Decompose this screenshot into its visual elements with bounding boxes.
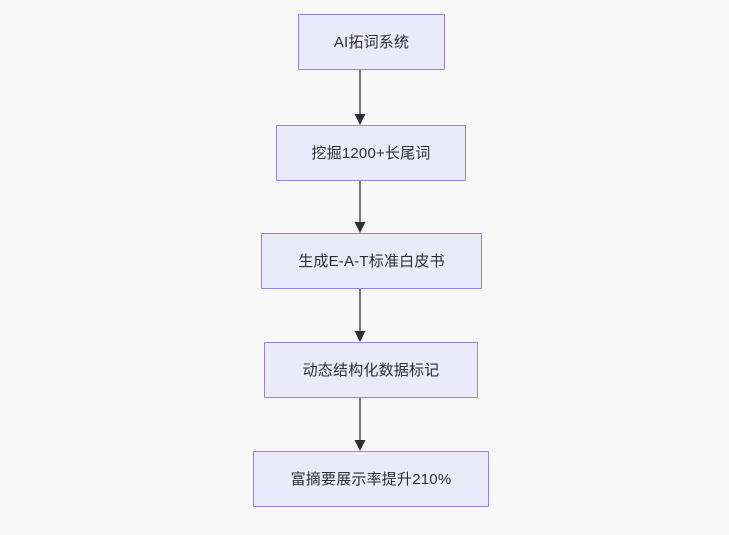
connector-arrow-1	[354, 70, 366, 125]
flow-node-rich-snippet-impression-uplift[interactable]: 富摘要展示率提升210%	[253, 451, 489, 507]
flow-node-label: 生成E-A-T标准白皮书	[298, 252, 445, 270]
arrowhead-icon	[354, 331, 366, 342]
connector-arrow-2	[354, 181, 366, 233]
flow-node-label: AI拓词系统	[333, 33, 410, 51]
flow-node-label: 挖掘1200+长尾词	[311, 144, 431, 162]
arrowhead-icon	[354, 440, 366, 451]
flow-node-dynamic-structured-data-markup[interactable]: 动态结构化数据标记	[264, 342, 478, 398]
connector-arrow-3	[354, 289, 366, 342]
arrowhead-icon	[354, 114, 366, 125]
flow-node-label: 富摘要展示率提升210%	[290, 470, 452, 488]
flow-node-mine-longtail-keywords[interactable]: 挖掘1200+长尾词	[276, 125, 466, 181]
arrowhead-icon	[354, 222, 366, 233]
flow-node-generate-eat-whitepaper[interactable]: 生成E-A-T标准白皮书	[261, 233, 482, 289]
flow-node-label: 动态结构化数据标记	[302, 361, 440, 379]
connector-arrow-4	[354, 398, 366, 451]
flow-node-ai-keyword-system[interactable]: AI拓词系统	[298, 14, 445, 70]
